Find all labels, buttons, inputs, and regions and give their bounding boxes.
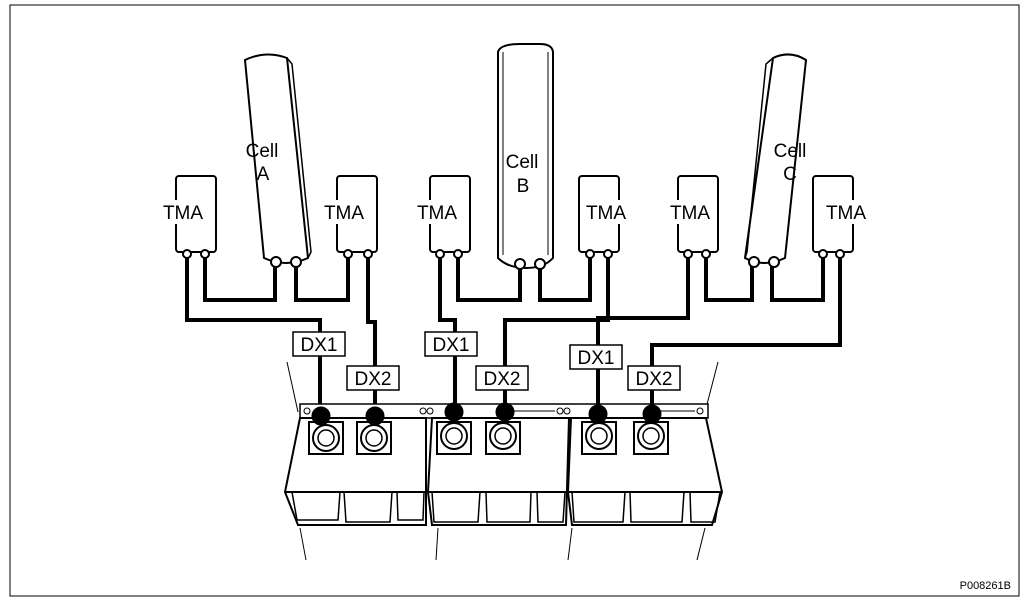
cable-b-left-tma-antenna bbox=[456, 253, 522, 302]
tma-b-left-label: TMA bbox=[417, 203, 457, 224]
dx2-label-c: DX2 bbox=[636, 369, 673, 390]
cell-b-label-line1: Cell bbox=[506, 152, 539, 173]
cable-b-dx1 bbox=[438, 253, 457, 410]
connector-b-dx1 bbox=[436, 402, 472, 455]
tma-labels: TMA TMA TMA TMA TMA TMA bbox=[157, 200, 872, 224]
cell-a-label-line1: Cell bbox=[246, 141, 279, 162]
tma-a-left-label: TMA bbox=[163, 203, 203, 224]
dx-labels: DX1 DX2 DX1 DX2 DX1 DX2 bbox=[292, 331, 681, 391]
dx1-label-c: DX1 bbox=[578, 348, 615, 369]
cable-b-right-tma-antenna bbox=[538, 253, 592, 302]
dx2-label-b: DX2 bbox=[484, 369, 521, 390]
cable-a-right-tma-antenna bbox=[294, 253, 350, 302]
dx1-label-b: DX1 bbox=[433, 335, 470, 356]
connector-c-dx1 bbox=[581, 404, 617, 455]
figure-frame bbox=[9, 4, 1020, 597]
antenna-cell-c: Cell C bbox=[743, 53, 808, 268]
connectors bbox=[308, 402, 669, 455]
tma-c-right-label: TMA bbox=[826, 203, 866, 224]
connector-c-dx2 bbox=[633, 404, 669, 455]
cell-b-label-line2: B bbox=[517, 176, 530, 197]
antenna-cell-b: Cell B bbox=[497, 43, 554, 270]
cell-a-label-line2: A bbox=[257, 164, 270, 185]
connector-a-dx1 bbox=[308, 406, 344, 455]
dx2-label-a: DX2 bbox=[355, 369, 392, 390]
connector-a-dx2 bbox=[356, 406, 392, 455]
cell-c-label-line2: C bbox=[783, 164, 797, 185]
tma-a-right-label: TMA bbox=[324, 203, 364, 224]
tma-c-left-label: TMA bbox=[670, 203, 710, 224]
cable-a-left-tma-antenna bbox=[203, 253, 277, 302]
figure-id: P008261B bbox=[960, 580, 1011, 592]
unit-1 bbox=[283, 417, 427, 526]
cable-b-dx2 bbox=[503, 253, 610, 410]
connector-b-dx2 bbox=[485, 402, 521, 455]
dx1-label-a: DX1 bbox=[301, 335, 338, 356]
cell-c-label-line1: Cell bbox=[774, 141, 807, 162]
antenna-cell-a: Cell A bbox=[243, 53, 312, 268]
cable-c-left-tma-antenna bbox=[704, 253, 754, 302]
cable-a-dx1 bbox=[185, 253, 322, 410]
tma-b-right-label: TMA bbox=[586, 203, 626, 224]
cable-c-right-tma-antenna bbox=[770, 253, 825, 302]
